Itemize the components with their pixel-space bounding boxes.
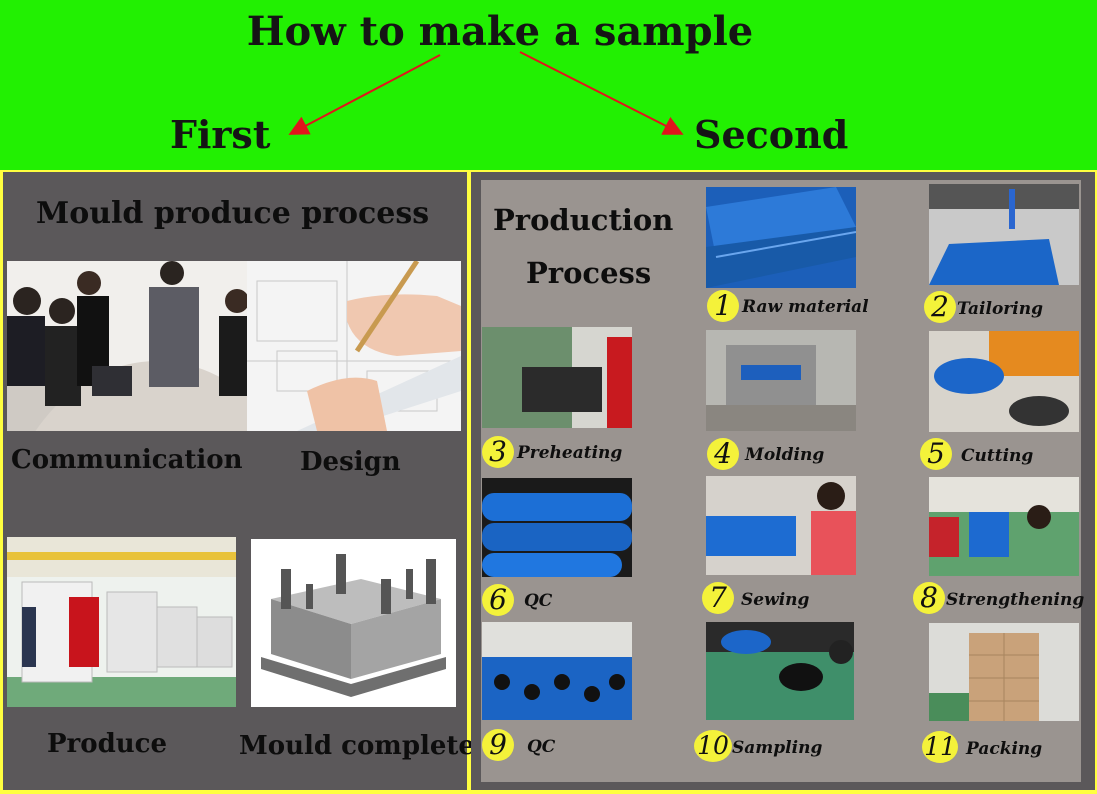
step-number-5: 5	[920, 438, 952, 470]
step-label-11: Packing	[966, 739, 1043, 759]
step-photo-molding	[706, 330, 856, 431]
first-label: First	[170, 112, 271, 157]
header-banner	[0, 0, 1097, 170]
production-heading-2: Process	[526, 256, 652, 290]
step-number-7: 7	[702, 582, 734, 614]
design-photo	[247, 261, 461, 431]
step-photo-preheating	[482, 327, 632, 428]
produce-photo	[7, 537, 236, 707]
step-label-5: Cutting	[961, 446, 1034, 466]
second-label: Second	[694, 112, 849, 157]
step-label-10: Sampling	[732, 738, 823, 758]
step-label-6: QC	[524, 591, 553, 611]
step-label-9: QC	[527, 737, 556, 757]
step-photo-qc-2	[482, 622, 632, 720]
step-label-8: Strengthening	[946, 590, 1085, 610]
step-photo-sampling	[706, 622, 854, 720]
step-number-1: 1	[707, 290, 739, 322]
step-number-6: 6	[482, 584, 514, 616]
step-photo-tailoring	[929, 184, 1079, 285]
page-title: How to make a sample	[246, 8, 754, 55]
step-label-2: Tailoring	[957, 299, 1043, 319]
step-label-1: Raw material	[742, 297, 869, 317]
mould-heading: Mould produce process	[36, 196, 430, 231]
mould-item-produce: Produce	[47, 729, 168, 759]
mould-item-communication: Communication	[11, 445, 243, 475]
step-number-10: 10	[694, 730, 732, 762]
step-photo-qc-1	[482, 478, 632, 577]
mould-item-complete: Mould complete	[239, 731, 475, 761]
step-number-11: 11	[922, 731, 958, 763]
step-number-2: 2	[924, 291, 956, 323]
step-number-9: 9	[482, 729, 514, 761]
communication-photo	[7, 261, 247, 431]
step-number-8: 8	[913, 582, 945, 614]
mould-complete-photo	[251, 539, 456, 707]
step-label-3: Preheating	[517, 443, 623, 463]
step-label-7: Sewing	[741, 590, 810, 610]
step-photo-sewing	[706, 476, 856, 575]
step-number-4: 4	[707, 438, 739, 470]
step-photo-cutting	[929, 331, 1079, 432]
arrow-left-icon	[288, 54, 441, 135]
step-number-3: 3	[482, 436, 514, 468]
step-label-4: Molding	[745, 445, 825, 465]
step-photo-strengthening	[929, 477, 1079, 576]
step-photo-raw-material	[706, 187, 856, 288]
production-heading-1: Production	[493, 203, 674, 237]
mould-item-design: Design	[300, 447, 401, 477]
arrow-right-icon	[519, 51, 684, 135]
step-photo-packing	[929, 623, 1079, 721]
arrows-graphic	[288, 51, 684, 135]
